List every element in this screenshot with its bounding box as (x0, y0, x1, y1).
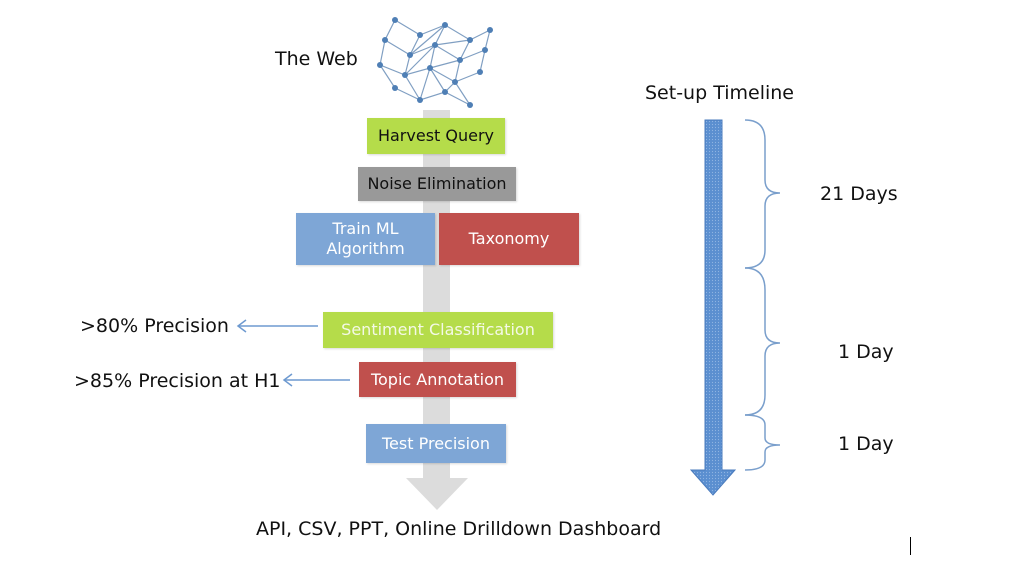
bracket-21-days (744, 119, 781, 269)
stage-sentiment-classification: Sentiment Classification (323, 312, 553, 348)
stage-test-precision: Test Precision (366, 424, 506, 463)
topic-precision-label: >85% Precision at H1 (74, 370, 281, 392)
sentiment-precision-label: >80% Precision (80, 315, 229, 337)
timeline-title: Set-up Timeline (645, 82, 794, 104)
text-cursor (910, 537, 911, 555)
stage-harvest-query: Harvest Query (367, 118, 505, 154)
duration-21-days: 21 Days (820, 183, 898, 205)
web-label: The Web (275, 48, 358, 70)
stage-noise-elimination: Noise Elimination (358, 167, 516, 201)
stage-taxonomy: Taxonomy (439, 213, 579, 265)
stage-topic-annotation: Topic Annotation (359, 362, 516, 397)
bracket-1-day-b (744, 414, 781, 471)
stage-train-ml: Train ML Algorithm (296, 213, 435, 265)
bracket-1-day-a (744, 267, 781, 416)
duration-1-day-b: 1 Day (838, 433, 894, 455)
duration-1-day-a: 1 Day (838, 341, 894, 363)
output-formats-label: API, CSV, PPT, Online Drilldown Dashboar… (256, 518, 662, 540)
